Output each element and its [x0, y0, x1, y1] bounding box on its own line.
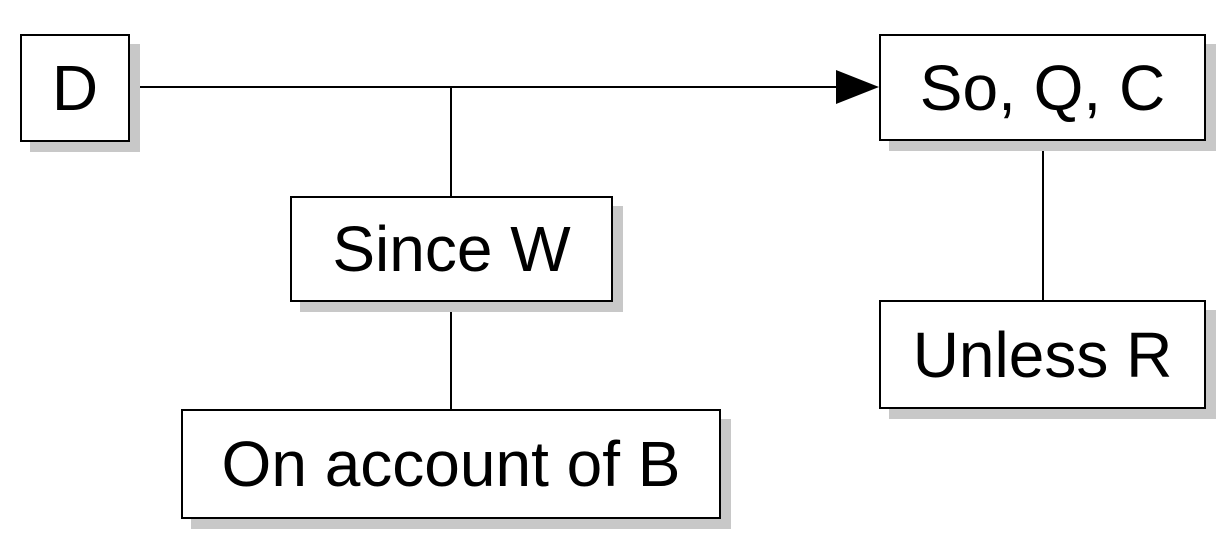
- backing-box: On account of B: [181, 409, 721, 519]
- warrant-box: Since W: [290, 196, 613, 302]
- data-label: D: [51, 52, 99, 124]
- arrowhead-icon: [836, 70, 879, 104]
- rebuttal-box: Unless R: [879, 300, 1206, 409]
- conclusion-label: So, Q, C: [919, 51, 1166, 124]
- data-box: D: [20, 34, 130, 142]
- conclusion-box: So, Q, C: [879, 34, 1206, 141]
- warrant-label: Since W: [332, 213, 571, 285]
- backing-label: On account of B: [221, 428, 681, 500]
- rebuttal-label: Unless R: [912, 318, 1173, 391]
